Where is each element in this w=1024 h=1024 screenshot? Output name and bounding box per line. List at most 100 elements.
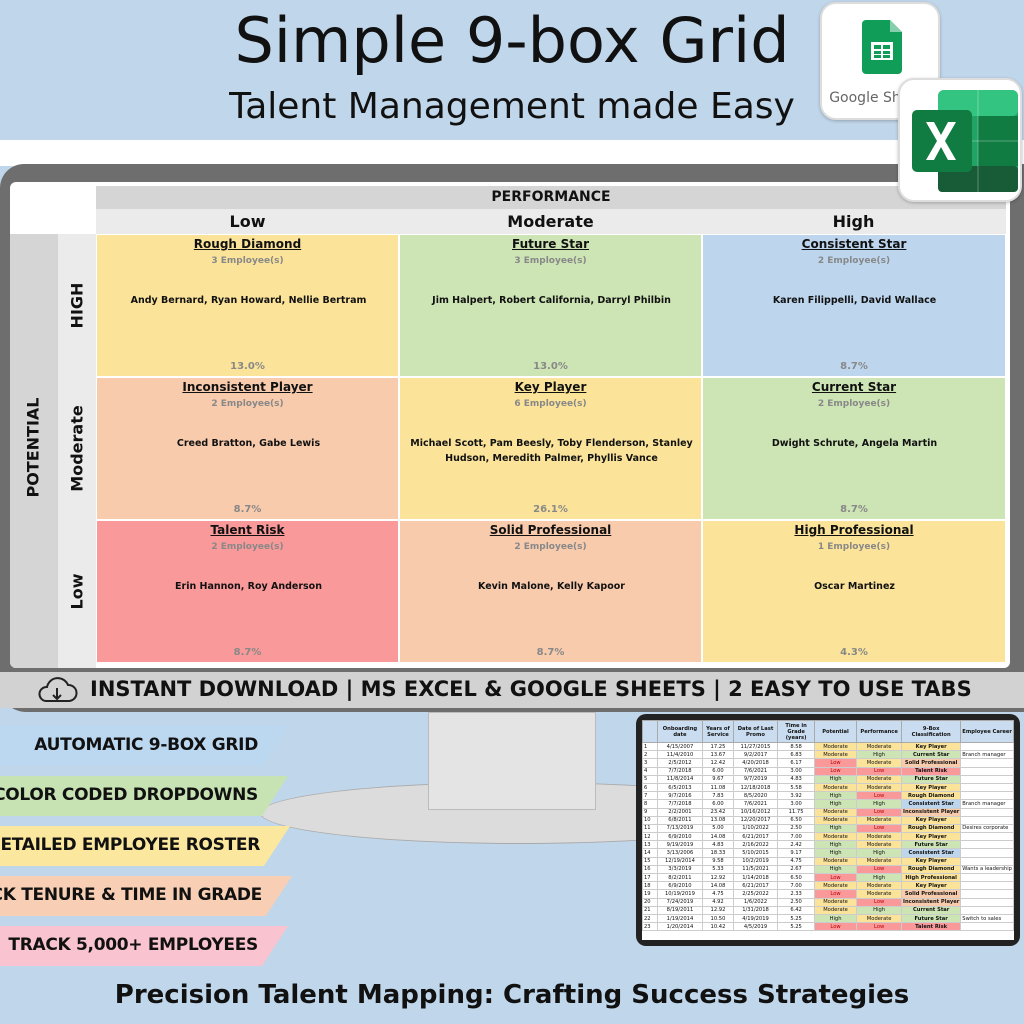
roster-cell[interactable]: Moderate bbox=[856, 832, 903, 842]
cell-employee-count: 3 Employee(s) bbox=[514, 256, 587, 266]
roster-cell[interactable]: High bbox=[856, 848, 903, 858]
roster-cell: Inconsistent Player bbox=[901, 897, 962, 907]
cell-employee-count: 2 Employee(s) bbox=[817, 399, 891, 409]
potential-rows: HIGH Moderate Low bbox=[58, 234, 96, 668]
roster-cell: 2 bbox=[642, 750, 658, 760]
roster-cell[interactable]: Moderate bbox=[813, 897, 858, 907]
roster-cell[interactable]: High bbox=[856, 750, 903, 760]
roster-cell[interactable]: Moderate bbox=[856, 913, 903, 924]
roster-cell[interactable]: Moderate bbox=[856, 782, 903, 793]
roster-cell: 8/2/2011 bbox=[656, 872, 704, 883]
roster-cell[interactable]: High bbox=[813, 774, 858, 784]
cell-percentage: 8.7% bbox=[233, 647, 262, 658]
roster-cell: 3.00 bbox=[777, 766, 815, 776]
roster-cell: 14.08 bbox=[702, 832, 734, 842]
cell-employee-names: Erin Hannon, Roy Anderson bbox=[175, 581, 322, 592]
roster-cell: 12.42 bbox=[702, 758, 734, 768]
roster-cell: 4.75 bbox=[702, 889, 734, 899]
cloud-download-icon bbox=[38, 677, 78, 702]
feature-tag: TRACK TENURE & TIME IN GRADE bbox=[0, 876, 292, 916]
page-title: Simple 9-box Grid bbox=[234, 4, 790, 77]
roster-cell: Branch manager bbox=[960, 750, 1014, 760]
download-banner: INSTANT DOWNLOAD | MS EXCEL & GOOGLE SHE… bbox=[0, 672, 1024, 708]
roster-cell: 6/21/2017 bbox=[732, 832, 779, 842]
roster-cell: 7.83 bbox=[702, 791, 734, 801]
roster-cell[interactable]: High bbox=[813, 913, 858, 924]
roster-column-header: Performance bbox=[856, 720, 903, 743]
roster-cell: 8/19/2011 bbox=[656, 905, 704, 915]
roster-cell[interactable]: Moderate bbox=[856, 774, 903, 784]
column-header-low: Low bbox=[229, 212, 266, 231]
roster-cell[interactable]: Moderate bbox=[813, 905, 858, 915]
roster-cell[interactable]: High bbox=[856, 799, 903, 809]
roster-cell[interactable]: Moderate bbox=[856, 840, 903, 850]
roster-cell[interactable]: Low bbox=[856, 807, 903, 817]
roster-cell: 10.50 bbox=[702, 913, 734, 924]
roster-cell: 12.92 bbox=[702, 872, 734, 883]
roster-cell bbox=[960, 807, 1014, 817]
roster-cell[interactable]: Low bbox=[813, 889, 858, 899]
roster-cell: 1/14/2018 bbox=[732, 872, 779, 883]
roster-cell[interactable]: Low bbox=[856, 791, 903, 801]
roster-cell[interactable]: Moderate bbox=[856, 741, 903, 752]
row-header-high: HIGH bbox=[58, 234, 96, 377]
roster-cell[interactable]: Moderate bbox=[856, 889, 903, 899]
roster-cell[interactable]: Low bbox=[856, 864, 903, 875]
roster-cell: 23 bbox=[642, 922, 658, 932]
roster-cell: 16 bbox=[642, 864, 658, 875]
roster-cell: 7/24/2019 bbox=[656, 897, 704, 907]
roster-cell[interactable]: Low bbox=[856, 922, 903, 932]
cell-employee-count: 2 Employee(s) bbox=[211, 399, 284, 409]
roster-cell[interactable]: Moderate bbox=[856, 815, 903, 825]
roster-cell: 7/7/2018 bbox=[656, 799, 704, 809]
roster-cell[interactable]: Low bbox=[856, 766, 903, 776]
roster-cell[interactable]: Low bbox=[813, 922, 858, 932]
roster-cell: 4/15/2007 bbox=[656, 741, 704, 752]
roster-cell: 10 bbox=[642, 815, 658, 825]
cell-percentage: 8.7% bbox=[840, 504, 868, 515]
roster-cell[interactable]: Moderate bbox=[856, 856, 903, 866]
roster-cell[interactable]: High bbox=[813, 864, 858, 875]
roster-cell[interactable]: Moderate bbox=[813, 832, 858, 842]
roster-cell bbox=[960, 741, 1014, 752]
roster-cell[interactable]: Moderate bbox=[813, 881, 858, 891]
roster-cell[interactable]: High bbox=[813, 823, 858, 834]
roster-cell[interactable]: Moderate bbox=[813, 807, 858, 817]
roster-cell[interactable]: Moderate bbox=[813, 815, 858, 825]
roster-cell: 11/27/2015 bbox=[732, 741, 779, 752]
roster-cell[interactable]: High bbox=[856, 872, 903, 883]
roster-cell[interactable]: Low bbox=[813, 758, 858, 768]
roster-cell: 7/7/2018 bbox=[656, 766, 704, 776]
roster-cell[interactable]: Moderate bbox=[813, 750, 858, 760]
roster-cell: 18 bbox=[642, 881, 658, 891]
roster-cell[interactable]: High bbox=[813, 848, 858, 858]
roster-cell[interactable]: Moderate bbox=[813, 741, 858, 752]
roster-cell[interactable]: High bbox=[813, 799, 858, 809]
roster-cell[interactable]: High bbox=[813, 791, 858, 801]
roster-cell[interactable]: Moderate bbox=[856, 758, 903, 768]
roster-cell[interactable]: Moderate bbox=[856, 881, 903, 891]
cell-title: Inconsistent Player bbox=[182, 380, 313, 394]
cell-title: Talent Risk bbox=[210, 523, 285, 537]
roster-cell: 20 bbox=[642, 897, 658, 907]
roster-cell[interactable]: Low bbox=[813, 766, 858, 776]
roster-cell: 18.33 bbox=[702, 848, 734, 858]
roster-cell[interactable]: High bbox=[813, 840, 858, 850]
roster-cell[interactable]: Moderate bbox=[813, 782, 858, 793]
roster-cell: 11/5/2021 bbox=[732, 864, 779, 875]
roster-cell[interactable]: Low bbox=[813, 872, 858, 883]
row-header-moderate-label: Moderate bbox=[67, 405, 87, 492]
roster-cell: 19 bbox=[642, 889, 658, 899]
roster-cell: Consistent Star bbox=[901, 799, 962, 809]
roster-cell bbox=[960, 840, 1014, 850]
roster-cell[interactable]: Low bbox=[856, 823, 903, 834]
roster-cell[interactable]: Low bbox=[856, 897, 903, 907]
roster-cell[interactable]: Moderate bbox=[813, 856, 858, 866]
cell-title: High Professional bbox=[794, 523, 914, 537]
roster-cell[interactable]: High bbox=[856, 905, 903, 915]
cell-employee-names: Jim Halpert, Robert California, Darryl P… bbox=[432, 295, 671, 306]
